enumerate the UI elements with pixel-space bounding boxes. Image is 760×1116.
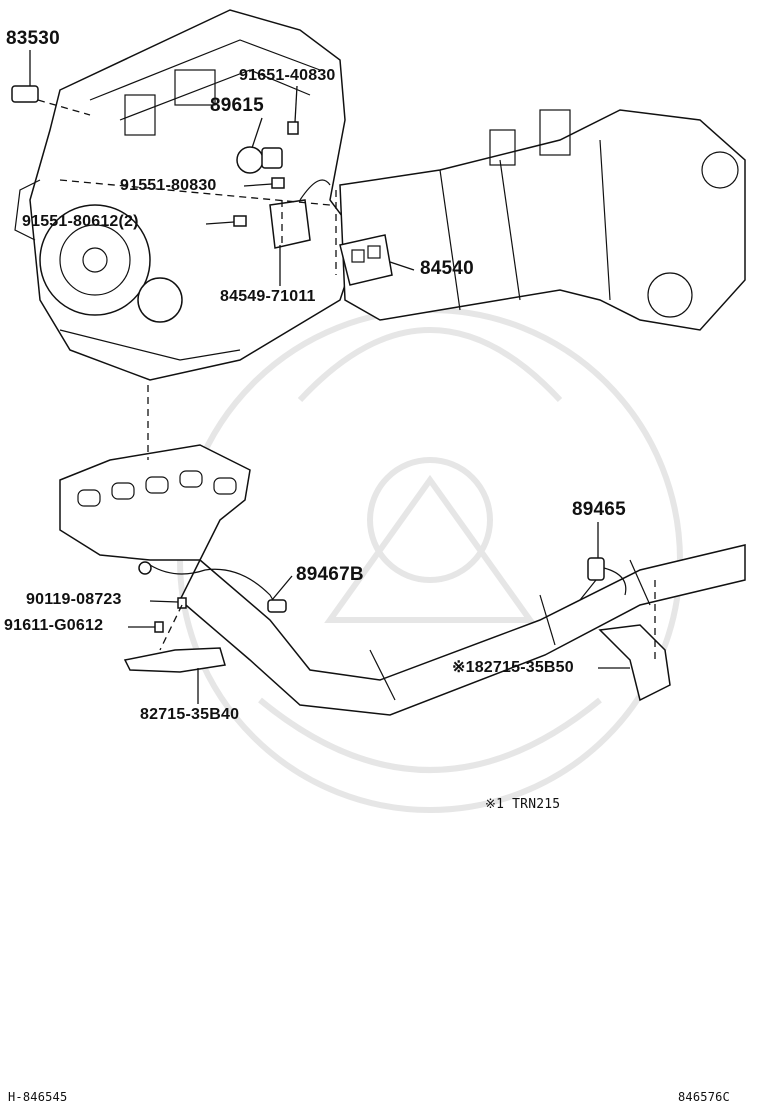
part-83530-shape <box>11 85 39 103</box>
sensor-89467B-shape <box>267 599 287 613</box>
exhaust-sensors <box>123 557 671 702</box>
engine-sensors <box>11 85 393 286</box>
label-82715-35B40: 82715-35B40 <box>140 706 240 723</box>
sensor-89465-shape <box>587 557 605 581</box>
part-89615-shape <box>236 146 264 174</box>
label-82715-35B50: ※182715-35B50 <box>452 659 574 676</box>
dashed-connectors <box>37 99 656 660</box>
label-84549-71011: 84549-71011 <box>220 288 316 305</box>
label-84540: 84540 <box>420 258 474 279</box>
label-89465: 89465 <box>572 499 626 520</box>
exhaust-manifold <box>59 444 251 561</box>
label-91551-80612: 91551-80612(2) <box>22 213 139 230</box>
bracket-82715-35B50-shape <box>598 624 671 702</box>
switch-84540-shape <box>339 234 393 286</box>
engine-block <box>14 9 361 381</box>
transmission <box>339 109 746 331</box>
label-91651-40830: 91651-40830 <box>239 67 336 84</box>
bracket-84549-shape <box>269 199 311 249</box>
exhaust-pipe <box>179 544 746 716</box>
label-90119-08723: 90119-08723 <box>26 591 122 608</box>
footer-right-code: 846576C <box>678 1090 730 1104</box>
footnote-trn215: ※1 TRN215 <box>485 797 561 812</box>
bolt-91551-80612-shape <box>233 215 247 227</box>
label-83530: 83530 <box>6 28 60 49</box>
label-89467B: 89467B <box>296 564 364 585</box>
bolt-91551-80830-shape <box>271 177 285 189</box>
leader-lines <box>29 50 630 704</box>
label-89615: 89615 <box>210 95 264 116</box>
bracket-82715-35B40-shape <box>123 647 226 673</box>
label-91551-80830: 91551-80830 <box>120 177 217 194</box>
footer-left-code: H-846545 <box>8 1090 68 1104</box>
label-91611-G0612: 91611-G0612 <box>4 617 104 634</box>
watermark-emblem <box>177 307 683 813</box>
bolt-91651-shape <box>287 121 299 135</box>
